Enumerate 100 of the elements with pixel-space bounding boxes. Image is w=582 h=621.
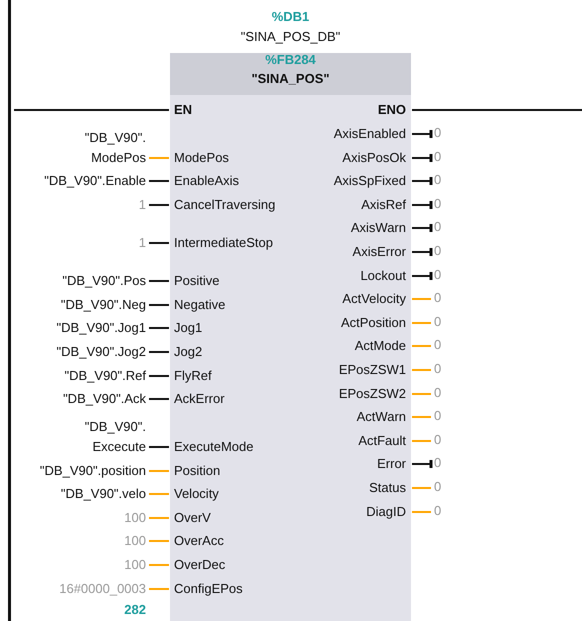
output-value: 0: [434, 196, 442, 212]
output-pin-name: Error: [377, 456, 406, 472]
constant-value: 1: [138, 233, 146, 253]
connector-line: [149, 493, 169, 495]
connector-line: [149, 180, 169, 182]
output-value: 0: [434, 243, 442, 259]
output-pin-name: AxisRef: [361, 197, 406, 213]
connector-line: [412, 511, 431, 513]
connector-line: [149, 304, 169, 306]
output-pin-name: ActVelocity: [342, 291, 406, 307]
output-pin-name: Status: [369, 480, 406, 496]
input-operand: "DB_V90".Ack: [63, 389, 146, 409]
output-pin-name: AxisWarn: [350, 220, 406, 236]
block-name: "SINA_POS": [250, 71, 331, 87]
constant-value: 16#0000_0003: [59, 579, 146, 599]
input-operand: "DB_V90".velo: [60, 484, 146, 504]
output-value: 0: [434, 432, 442, 448]
input-pin-name: OverV: [174, 510, 211, 526]
output-pin-name: ActMode: [354, 338, 406, 354]
constant-value: 100: [124, 555, 146, 575]
connector-line: [149, 470, 169, 472]
connector-line: [149, 446, 169, 448]
power-rail: [8, 0, 11, 621]
output-value: 0: [434, 361, 442, 377]
input-operand: "DB_V90". Excecute: [84, 417, 146, 457]
instance-db-name: "SINA_POS_DB": [240, 29, 342, 45]
connector-line: [412, 298, 431, 300]
output-connector: [412, 128, 432, 140]
input-pin-name: Position: [174, 463, 220, 479]
output-pin-name: EPosZSW2: [338, 386, 406, 402]
connector-line: [412, 345, 431, 347]
input-operand: "DB_V90".Pos: [62, 271, 146, 291]
connector-line: [149, 398, 169, 400]
output-pin-name: DiagID: [366, 504, 406, 520]
constant-value: 100: [124, 531, 146, 551]
output-value: 0: [434, 337, 442, 353]
input-pin-name: FlyRef: [174, 368, 212, 384]
output-value: 0: [434, 455, 442, 471]
input-pin-name: AckError: [174, 391, 225, 407]
input-pin-name: Jog2: [174, 344, 202, 360]
output-pin-name: EPosZSW1: [338, 362, 406, 378]
input-pin-name: Negative: [174, 297, 226, 313]
output-value: 0: [434, 267, 442, 283]
block-number: %FB284: [264, 52, 317, 68]
connector-line: [149, 517, 169, 519]
input-pin-name: EnableAxis: [174, 173, 240, 189]
output-connector: [412, 246, 432, 258]
connector-line: [149, 588, 169, 590]
output-connector: [412, 270, 432, 282]
connector-line: [412, 109, 582, 111]
connector-line: [412, 440, 431, 442]
connector-line: [412, 322, 431, 324]
connector-line: [14, 109, 169, 111]
connector-line: [149, 327, 169, 329]
network-number: 282: [124, 602, 146, 618]
input-operand: "DB_V90". ModePos: [84, 128, 146, 168]
connector-line: [149, 157, 169, 159]
connector-line: [412, 393, 431, 395]
connector-line: [412, 487, 431, 489]
input-pin-name: ConfigEPos: [174, 581, 243, 597]
output-connector: [412, 458, 432, 470]
input-pin-name: Jog1: [174, 320, 202, 336]
output-pin-name: ActWarn: [356, 409, 406, 425]
output-pin-name: ActPosition: [340, 315, 406, 331]
connector-line: [149, 540, 169, 542]
instance-db-number: %DB1: [270, 9, 310, 25]
connector-line: [149, 375, 169, 377]
output-value: 0: [434, 290, 442, 306]
input-operand: "DB_V90".Neg: [60, 295, 146, 315]
output-pin-name: AxisSpFixed: [334, 173, 406, 189]
output-value: 0: [434, 149, 442, 165]
input-operand: "DB_V90".Jog2: [56, 342, 146, 362]
input-pin-name: OverAcc: [174, 533, 224, 549]
input-pin-name: Positive: [174, 273, 220, 289]
input-operand: "DB_V90".Ref: [64, 366, 146, 386]
connector-line: [149, 280, 169, 282]
connector-line: [149, 204, 169, 206]
output-pin-name: ENO: [378, 102, 406, 118]
output-value: 0: [434, 219, 442, 235]
connector-line: [412, 416, 431, 418]
output-connector: [412, 200, 432, 210]
input-pin-name: IntermediateStop: [174, 235, 274, 251]
input-operand: "DB_V90".Jog1: [56, 318, 146, 338]
input-operand: "DB_V90".Enable: [44, 171, 146, 191]
output-value: 0: [434, 408, 442, 424]
input-pin-name: OverDec: [174, 557, 226, 573]
connector-line: [412, 369, 431, 371]
output-value: 0: [434, 125, 442, 141]
input-operand: "DB_V90".position: [40, 461, 146, 481]
output-value: 0: [434, 172, 442, 188]
input-pin-name: ExecuteMode: [174, 439, 254, 455]
output-value: 0: [434, 385, 442, 401]
input-pin-name: EN: [174, 102, 192, 118]
output-pin-name: AxisPosOk: [342, 150, 406, 166]
output-connector: [412, 222, 432, 234]
output-pin-name: AxisEnabled: [334, 126, 406, 142]
output-connector: [412, 152, 432, 164]
connector-line: [149, 564, 169, 566]
constant-value: 1: [138, 195, 146, 215]
connector-line: [149, 351, 169, 353]
